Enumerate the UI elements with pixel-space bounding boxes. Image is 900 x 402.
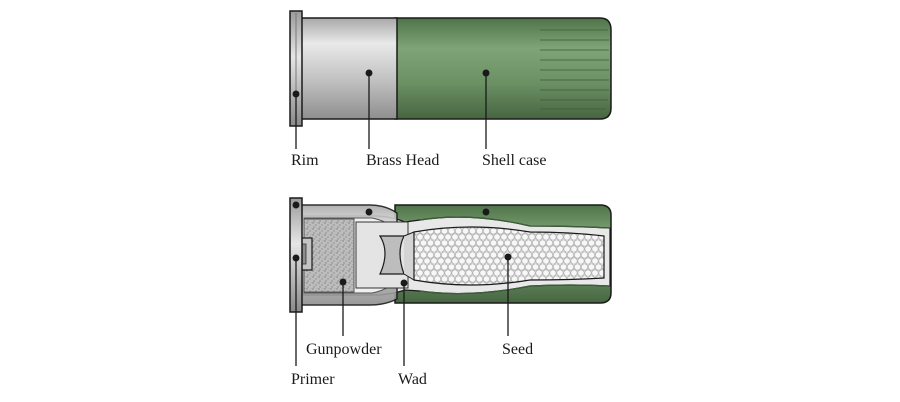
label-shell-case: Shell case <box>482 152 547 169</box>
shell-case-exterior <box>394 17 612 120</box>
shell-exterior <box>289 10 612 127</box>
shell-cutaway <box>289 197 612 313</box>
label-primer: Primer <box>291 371 335 388</box>
label-brass-head: Brass Head <box>366 152 440 169</box>
label-rim: Rim <box>291 152 319 169</box>
wad <box>355 221 415 289</box>
label-gunpowder: Gunpowder <box>306 341 382 358</box>
label-seed: Seed <box>502 341 534 358</box>
bottom-leader-lines <box>292 201 512 366</box>
top-leader-lines <box>292 69 490 149</box>
label-wad: Wad <box>398 371 427 388</box>
brass-head-exterior <box>299 17 398 120</box>
crimp-lines <box>540 29 609 110</box>
